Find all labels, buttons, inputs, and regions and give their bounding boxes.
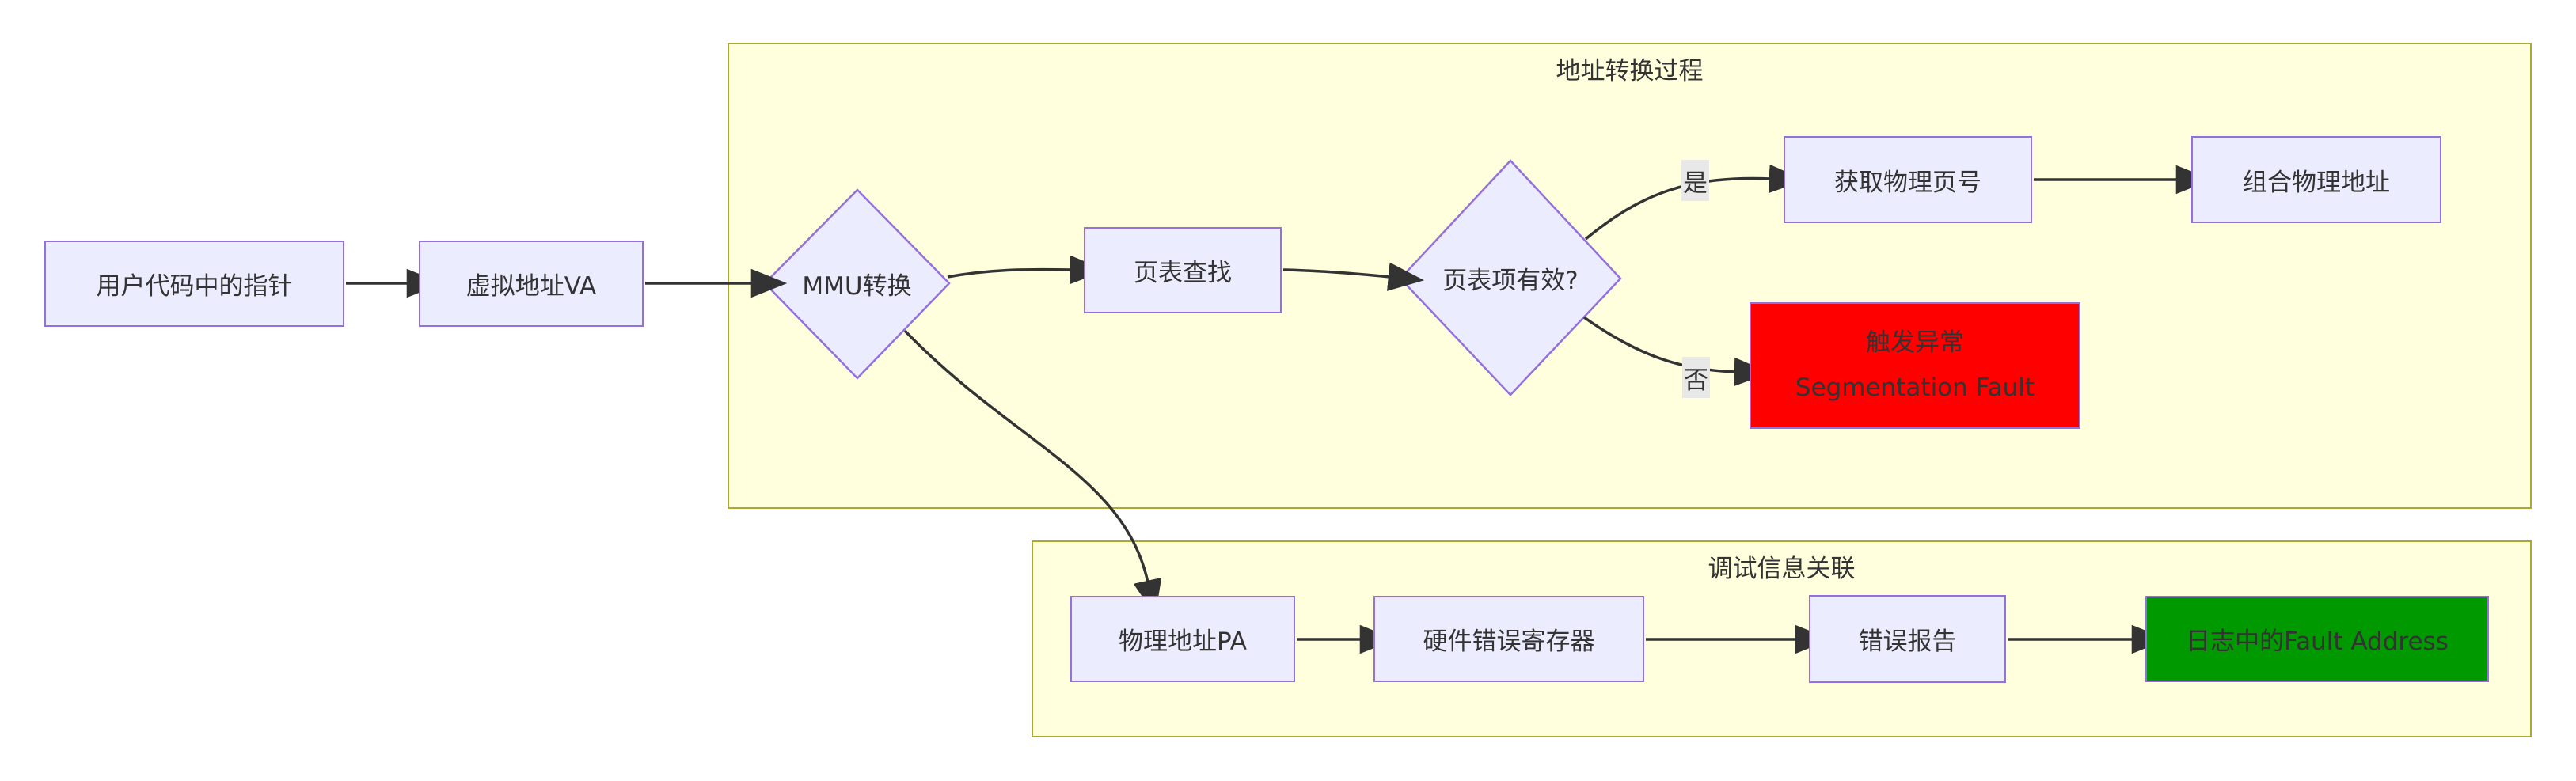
cluster-title-debug-info: 调试信息关联 [1708, 555, 1856, 583]
node-compose-physical-address-label: 组合物理地址 [2243, 168, 2390, 197]
node-compose-physical-address: 组合物理地址 [2191, 136, 2441, 223]
node-user-pointer-label: 用户代码中的指针 [96, 272, 293, 301]
edge-lookup-to-pte-valid [1282, 262, 1425, 291]
node-virtual-address-label: 虚拟地址VA [465, 272, 597, 301]
edge-label-yes: 是 [1681, 160, 1709, 201]
node-hw-error-register: 硬件错误寄存器 [1373, 596, 1644, 682]
edge-label-no: 否 [1682, 357, 1710, 398]
node-mmu-translate-label: MMU转换 [802, 271, 912, 301]
diamond-mmu-translate [763, 188, 951, 380]
node-virtual-address: 虚拟地址VA [419, 241, 644, 327]
node-pte-valid-label: 页表项有效? [1442, 266, 1579, 295]
node-physical-address: 物理地址PA [1070, 596, 1295, 682]
diamond-pte-valid [1399, 159, 1622, 396]
node-fault-address-log: 日志中的Fault Address [2145, 596, 2489, 682]
node-segfault-line1: 触发异常 [1866, 328, 1964, 357]
node-error-report: 错误报告 [1809, 595, 2006, 683]
cluster-title-address-translation: 地址转换过程 [1556, 57, 1704, 85]
node-get-physical-page-label: 获取物理页号 [1834, 168, 1981, 197]
cluster-address-translation: 地址转换过程 [728, 43, 2532, 509]
node-user-pointer: 用户代码中的指针 [44, 241, 344, 327]
node-physical-address-label: 物理地址PA [1119, 627, 1247, 656]
edge-pte-valid-no [1582, 316, 1771, 387]
node-segfault: 触发异常 Segmentation Fault [1750, 302, 2080, 429]
node-hw-error-register-label: 硬件错误寄存器 [1423, 627, 1595, 656]
edge-pte-valid-yes [1584, 164, 1806, 241]
node-page-table-lookup: 页表查找 [1084, 227, 1282, 313]
node-error-report-label: 错误报告 [1858, 627, 1957, 656]
edge-mmu-to-physical-address [903, 329, 1162, 616]
edge-mmu-to-page-table-lookup [947, 255, 1107, 285]
node-fault-address-log-label: 日志中的Fault Address [2186, 627, 2449, 656]
node-page-table-lookup-label: 页表查找 [1134, 259, 1232, 287]
node-segfault-line2: Segmentation Fault [1795, 373, 2035, 402]
node-get-physical-page: 获取物理页号 [1784, 136, 2032, 223]
